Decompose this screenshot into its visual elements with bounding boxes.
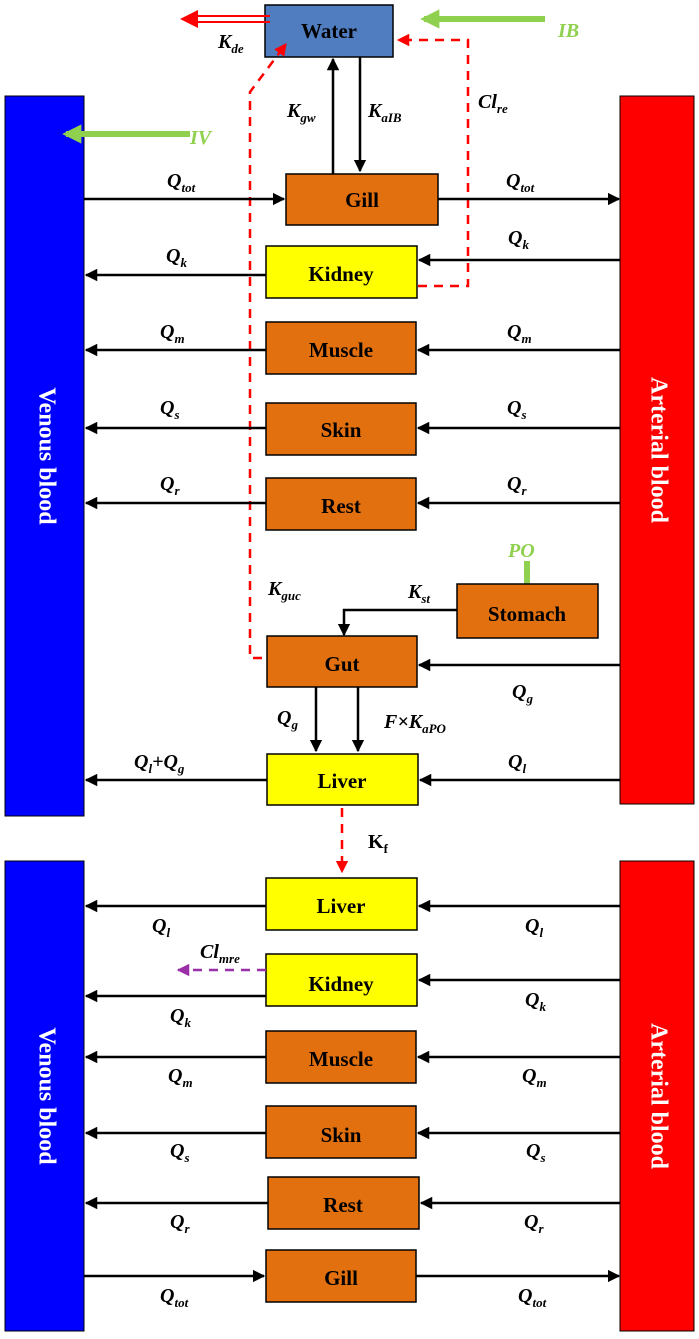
top-skin-box <box>265 402 417 456</box>
kaib-label: KaIB <box>367 100 402 125</box>
gut-box <box>266 635 418 688</box>
bottom-qm-right-label: Qm <box>522 1065 547 1090</box>
ib-label: IB <box>557 20 579 42</box>
clmre-label: Clmre <box>200 941 240 966</box>
bottom-arterial-blood-label: Arterial blood <box>645 1023 671 1170</box>
bottom-skin-label: Skin <box>321 1123 362 1147</box>
fkapo-label: F×KaPO <box>383 711 447 736</box>
top-muscle-label: Muscle <box>309 338 373 362</box>
top-kidney-box <box>265 245 418 299</box>
bottom-qr-right-label: Qr <box>524 1211 544 1236</box>
top-muscle-box <box>265 321 417 375</box>
top-qk-right-label: Qk <box>508 227 529 252</box>
bottom-rest-box <box>267 1176 420 1230</box>
bottom-gill-box <box>265 1249 417 1303</box>
clre-dashed-path <box>396 33 470 288</box>
top-qr-left-label: Qr <box>160 473 180 498</box>
top-qtot-out-label: Qtot <box>506 170 535 195</box>
top-skin-label: Skin <box>321 418 362 442</box>
top-ql-right-label: Ql <box>508 751 526 776</box>
gut-label: Gut <box>324 652 359 676</box>
bottom-venous-blood-box <box>4 860 85 1332</box>
qg-right-label: Qg <box>512 681 533 706</box>
top-qk-left-label: Qk <box>166 245 187 270</box>
bottom-qtot-right-label: Qtot <box>518 1285 547 1310</box>
top-kidney-label: Kidney <box>308 262 374 286</box>
kgw-label: Kgw <box>286 100 316 125</box>
top-liver-box <box>266 753 419 806</box>
bottom-qk-right-label: Qk <box>525 989 546 1014</box>
top-gill-box <box>285 173 439 226</box>
bottom-qs-left-label: Qs <box>170 1140 190 1165</box>
kguc-label: Kguc <box>267 578 301 603</box>
kst-label: Kst <box>407 581 430 606</box>
ql-qg-label: Ql+Qg <box>134 751 185 776</box>
top-qm-left-label: Qm <box>160 321 185 346</box>
top-qr-right-label: Qr <box>507 473 527 498</box>
top-rest-label: Rest <box>321 494 361 518</box>
bottom-rest-label: Rest <box>323 1193 363 1217</box>
iv-label: IV <box>189 127 213 149</box>
bottom-ql-right-label: Ql <box>525 915 543 940</box>
bottom-skin-box <box>265 1105 417 1159</box>
top-arterial-blood-label: Arterial blood <box>645 377 671 524</box>
bottom-muscle-box <box>265 1030 417 1084</box>
top-gill-label: Gill <box>345 188 379 212</box>
kde-label: Kde <box>217 31 244 56</box>
bottom-kidney-label: Kidney <box>308 972 374 996</box>
bottom-liver-label: Liver <box>317 894 366 918</box>
top-qm-right-label: Qm <box>507 321 532 346</box>
top-qs-left-label: Qs <box>160 397 180 422</box>
top-qtot-in-label: Qtot <box>167 170 196 195</box>
stomach-label: Stomach <box>488 602 566 626</box>
bottom-venous-blood-label: Venous blood <box>33 1027 59 1165</box>
bottom-ql-left-label: Ql <box>152 915 170 940</box>
po-label: PO <box>507 540 535 562</box>
water-label: Water <box>301 19 357 43</box>
bottom-gill-label: Gill <box>324 1266 358 1290</box>
bottom-liver-box <box>265 877 418 931</box>
kst-arrow <box>337 608 457 637</box>
bottom-muscle-label: Muscle <box>309 1047 373 1071</box>
top-rest-box <box>265 477 417 531</box>
bottom-arterial-blood-box <box>619 860 695 1332</box>
top-arterial-blood-box <box>619 95 695 805</box>
top-qs-right-label: Qs <box>507 397 527 422</box>
bottom-kidney-box <box>265 953 418 1007</box>
top-liver-label: Liver <box>318 769 367 793</box>
bottom-qr-left-label: Qr <box>170 1211 190 1236</box>
qg-down-label: Qg <box>277 707 298 732</box>
bottom-qk-left-label: Qk <box>170 1005 191 1030</box>
kf-label: Kf <box>368 831 389 856</box>
bottom-qs-right-label: Qs <box>526 1140 546 1165</box>
bottom-qtot-left-label: Qtot <box>160 1285 189 1310</box>
kde-arrowhead <box>180 10 198 28</box>
top-venous-blood-box <box>4 95 85 817</box>
bottom-qm-left-label: Qm <box>168 1065 193 1090</box>
clre-label: Clre <box>478 91 508 116</box>
top-venous-blood-label: Venous blood <box>33 387 59 525</box>
